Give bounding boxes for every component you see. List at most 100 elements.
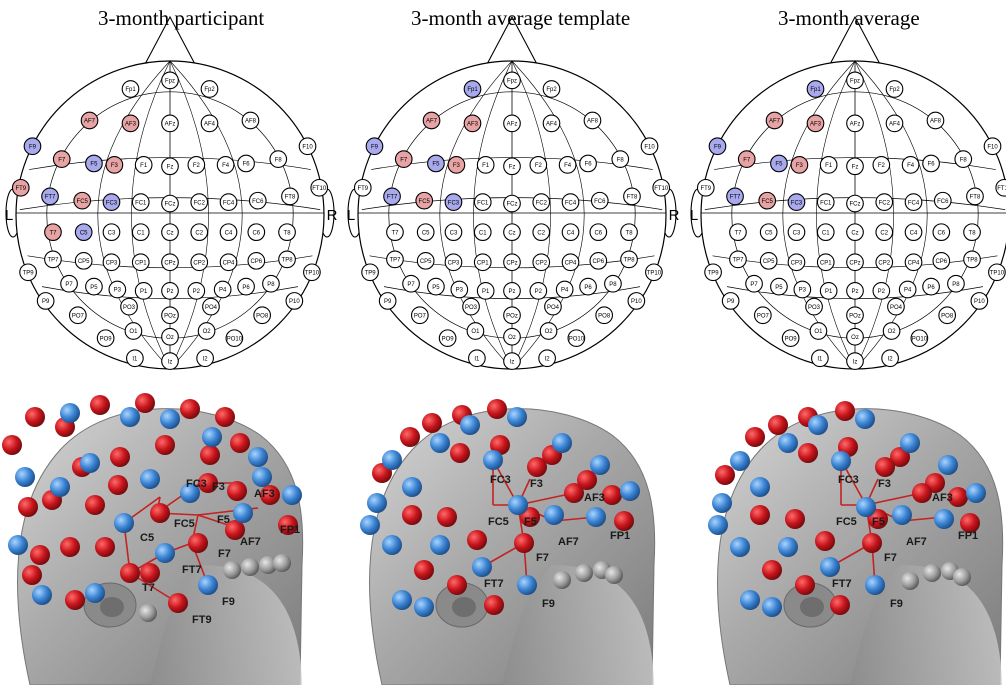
electrode-fz — [161, 157, 179, 176]
electrode-c5 — [416, 223, 435, 242]
electrode-po10 — [567, 329, 586, 348]
electrode-label-cp5: CP5 — [78, 259, 90, 265]
electrode-f7 — [52, 150, 71, 168]
electrode-inactive — [273, 554, 291, 572]
electrode-po10 — [910, 329, 929, 348]
electrode-red — [110, 447, 130, 467]
electrode-blue — [392, 590, 412, 610]
electrode-map-3: LRFpzFp1Fp2AF7AF3AFzAF4AF8F9F7F5F3F1FzF2… — [690, 15, 1006, 370]
electrode-red — [484, 595, 504, 615]
electrode-label-t8: T8 — [284, 230, 292, 236]
electrode-red — [180, 399, 200, 419]
left-side-label: L — [690, 207, 698, 224]
electrode-label-p5: P5 — [90, 285, 98, 291]
electrode-red — [830, 595, 850, 615]
electrode-blue — [892, 505, 912, 525]
electrode-label-fp2: Fp2 — [204, 87, 215, 93]
electrode-fc1 — [131, 193, 150, 211]
electrode-po3 — [120, 297, 138, 316]
electrode-label-p3: P3 — [456, 288, 464, 294]
electrode-label-oz: Oz — [851, 335, 859, 341]
electrode-c6 — [589, 223, 608, 242]
electrode-red — [22, 565, 42, 585]
electrode-cp2 — [532, 253, 551, 272]
electrode-cz — [503, 223, 521, 242]
electrode-label-tp8: TP8 — [282, 258, 294, 264]
electrode-label-cp2: CP2 — [193, 260, 205, 266]
electrode-blue — [198, 575, 218, 595]
head-label-f7: F7 — [218, 548, 231, 560]
electrode-label-c6: C6 — [252, 230, 260, 236]
electrode-tp9 — [19, 263, 37, 282]
electrode-ft7 — [726, 187, 744, 206]
electrode-c3 — [787, 223, 806, 242]
head-label-af3: AF3 — [584, 492, 605, 504]
electrode-label-tp9: TP9 — [23, 270, 35, 276]
electrode-red — [487, 399, 507, 419]
electrode-label-afz: AFz — [165, 122, 176, 128]
electrode-c3 — [444, 223, 463, 242]
electrode-i2 — [196, 349, 214, 368]
electrode-cpz — [503, 253, 521, 272]
electrode-label-fc2: FC2 — [194, 200, 206, 206]
head-label-f9: F9 — [542, 598, 555, 610]
electrode-label-cp3: CP3 — [791, 260, 803, 266]
grid-meridian — [854, 60, 894, 370]
electrode-blue — [708, 515, 728, 535]
electrode-blue — [252, 467, 272, 487]
electrode-label-p10: P10 — [631, 299, 642, 305]
electrode-label-poz: POz — [849, 313, 861, 319]
electrode-red — [65, 590, 85, 610]
electrode-label-cp5: CP5 — [763, 259, 775, 265]
head-label-f9: F9 — [222, 596, 235, 608]
electrode-p1 — [476, 282, 495, 300]
head-label-fc5: FC5 — [836, 516, 857, 528]
electrode-label-p7: P7 — [65, 282, 73, 288]
electrode-label-f2: F2 — [193, 163, 201, 169]
electrode-ft10 — [652, 178, 671, 197]
electrode-tp7 — [729, 250, 747, 269]
head-label-fc3: FC3 — [490, 474, 511, 486]
electrode-label-c1: C1 — [137, 230, 145, 236]
electrode-red — [95, 537, 115, 557]
electrode-inactive — [901, 572, 919, 590]
electrode-blue — [180, 483, 200, 503]
electrode-label-i2: I2 — [203, 356, 209, 362]
electrode-c1 — [473, 223, 492, 242]
electrode-o1 — [124, 322, 143, 340]
electrode-red — [948, 487, 968, 507]
electrode-red — [490, 435, 510, 455]
electrode-label-o1: O1 — [471, 329, 480, 335]
electrode-red — [108, 475, 128, 495]
electrode-blue — [517, 575, 537, 595]
electrode-fc5 — [73, 191, 92, 210]
electrode-label-c4: C4 — [567, 230, 575, 236]
electrode-fc2 — [875, 193, 894, 211]
electrode-label-c5: C5 — [422, 230, 430, 236]
electrode-red — [225, 520, 245, 540]
electrode-cz — [846, 223, 864, 242]
electrode-label-af3: AF3 — [467, 122, 479, 128]
electrode-red — [467, 530, 487, 550]
electrode-label-f3: F3 — [796, 163, 804, 169]
electrode-label-cz: Cz — [851, 230, 858, 236]
electrode-label-fc6: FC6 — [937, 199, 949, 205]
electrode-fc3 — [787, 193, 806, 211]
electrode-label-cpz: CPz — [506, 260, 517, 266]
electrode-blue — [966, 483, 986, 503]
electrode-label-cp6: CP6 — [935, 259, 947, 265]
ear-canal — [100, 597, 124, 617]
electrode-label-tp7: TP7 — [389, 258, 401, 264]
electrode-blue — [282, 485, 302, 505]
electrode-red — [400, 427, 420, 447]
grid-meridian — [169, 60, 209, 370]
electrode-i1 — [468, 349, 486, 368]
electrode-label-c5: C5 — [80, 230, 88, 236]
electrode-blue — [85, 583, 105, 603]
electrode-f4 — [216, 156, 235, 174]
electrode-p8 — [262, 274, 280, 293]
electrode-red — [2, 435, 22, 455]
electrode-p4 — [898, 280, 917, 299]
